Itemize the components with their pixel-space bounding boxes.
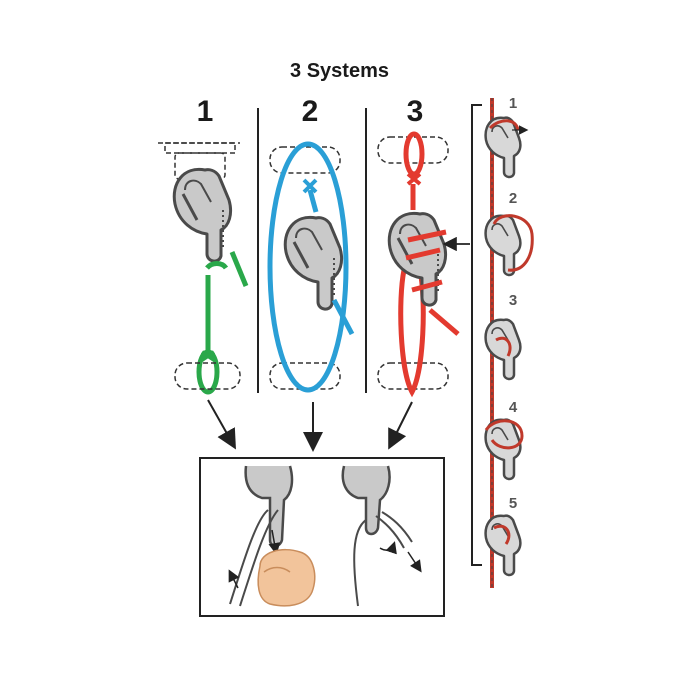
release-detail-box: [199, 457, 445, 617]
steps-bracket: [471, 104, 482, 566]
step-3-number: 3: [508, 292, 518, 309]
hand-icon: [257, 548, 316, 607]
step-5-number: 5: [508, 495, 518, 512]
step-2-number: 2: [508, 190, 518, 207]
system-1-illustration: [158, 142, 249, 395]
step-1-number: 1: [508, 95, 518, 112]
page-title: 3 Systems: [290, 60, 389, 82]
system-3-number: 3: [406, 95, 424, 128]
step-4-number: 4: [508, 399, 518, 416]
system-3-illustration: [377, 131, 470, 398]
system-1-number: 1: [196, 95, 214, 128]
arrow-icon: [388, 401, 413, 450]
arrow-icon: [207, 399, 236, 450]
system-2-illustration: [267, 141, 355, 393]
steps-column: [484, 98, 534, 588]
system-2-number: 2: [301, 95, 319, 128]
